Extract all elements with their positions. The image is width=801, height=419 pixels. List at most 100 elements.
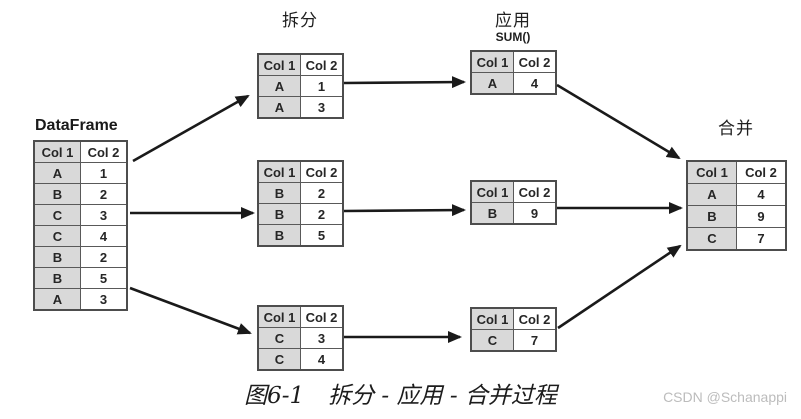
table-cell: 4 xyxy=(736,183,787,206)
table-cell: 7 xyxy=(513,329,557,352)
column-header: Col 1 xyxy=(33,140,81,163)
column-header: Col 2 xyxy=(513,50,557,73)
table-cell: B xyxy=(33,246,81,268)
table-cell: 9 xyxy=(513,202,557,225)
column-header: Col 2 xyxy=(513,307,557,330)
table-cell: 3 xyxy=(80,204,128,226)
table-cell: C xyxy=(33,225,81,247)
column-header: Col 1 xyxy=(257,305,301,328)
column-header: Col 2 xyxy=(513,180,557,203)
table-cell: A xyxy=(33,162,81,184)
table-cell: 2 xyxy=(80,183,128,205)
table-cell: 3 xyxy=(80,288,128,311)
figure-number: 图6-1 xyxy=(244,383,305,409)
table-cell: C xyxy=(257,327,301,349)
table-cell: 3 xyxy=(300,327,344,349)
arrow-split-a-to-apply-a xyxy=(343,76,466,89)
table-cell: A xyxy=(257,75,301,97)
table-cell: C xyxy=(686,227,737,251)
table-cell: 1 xyxy=(300,75,344,97)
stage-title-apply: 应用 xyxy=(495,11,531,30)
table-cell: B xyxy=(470,202,514,225)
dataframe-title: DataFrame xyxy=(35,117,118,134)
column-header: Col 1 xyxy=(257,160,301,183)
table-cell: B xyxy=(33,267,81,289)
table-cell: B xyxy=(257,182,301,204)
column-header: Col 1 xyxy=(470,50,514,73)
table-cell: 2 xyxy=(300,203,344,225)
table-cell: A xyxy=(33,288,81,311)
table-cell: 4 xyxy=(80,225,128,247)
table-cell: A xyxy=(257,96,301,119)
column-header: Col 2 xyxy=(80,140,128,163)
arrow-dataframe-to-split-c xyxy=(129,286,252,335)
column-header: Col 1 xyxy=(686,160,737,184)
watermark: CSDN @Schanappi xyxy=(663,389,787,405)
sum-function-label: SUM() xyxy=(495,30,531,44)
table-cell: 2 xyxy=(80,246,128,268)
stage-title-split: 拆分 xyxy=(282,11,318,30)
table-cell: B xyxy=(257,224,301,247)
table-cell: 2 xyxy=(300,182,344,204)
column-header: Col 1 xyxy=(257,53,301,76)
table-cell: C xyxy=(33,204,81,226)
column-header: Col 2 xyxy=(300,305,344,328)
table-cell: 3 xyxy=(300,96,344,119)
arrow-apply-c-to-combine xyxy=(557,244,682,330)
column-header: Col 2 xyxy=(300,53,344,76)
table-cell: 5 xyxy=(80,267,128,289)
table-cell: 4 xyxy=(513,72,557,95)
table-cell: 1 xyxy=(80,162,128,184)
column-header: Col 2 xyxy=(300,160,344,183)
stage-title-combine: 合并 xyxy=(718,119,754,138)
table-cell: B xyxy=(33,183,81,205)
table-cell: C xyxy=(470,329,514,352)
arrow-apply-a-to-combine xyxy=(556,83,681,160)
table-cell: 5 xyxy=(300,224,344,247)
table-cell: 7 xyxy=(736,227,787,251)
column-header: Col 2 xyxy=(736,160,787,184)
table-cell: B xyxy=(686,205,737,228)
table-cell: C xyxy=(257,348,301,371)
table-cell: A xyxy=(470,72,514,95)
